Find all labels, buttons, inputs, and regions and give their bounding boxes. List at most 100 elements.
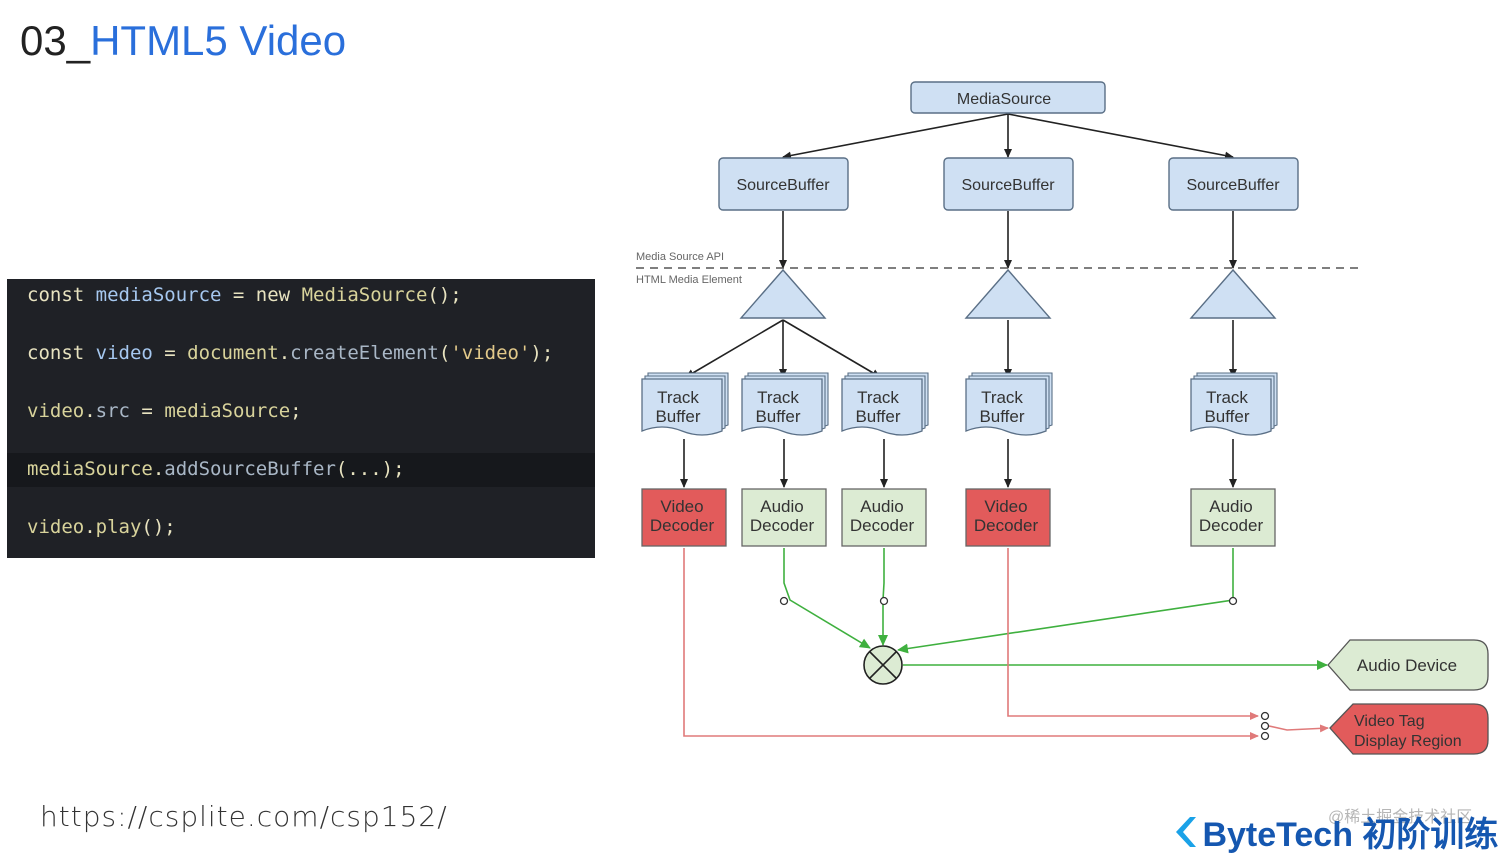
bytetech-logo-icon <box>1176 817 1196 847</box>
source-buffer-label: SourceBuffer <box>1186 177 1280 194</box>
video-decoder-box <box>641 488 727 547</box>
title-text: HTML5 Video <box>90 17 347 64</box>
code-token: = new <box>221 284 302 306</box>
code-token: . <box>84 516 96 538</box>
source-buffer-box <box>718 157 849 211</box>
arrow-demux-to-track <box>782 319 881 378</box>
video-switch-node <box>1260 731 1270 741</box>
code-token: createElement <box>290 342 439 364</box>
arrow-demux-to-track <box>685 319 784 378</box>
track-buffer-box <box>841 378 923 436</box>
audio-device-node <box>1327 639 1489 691</box>
decoder-label: Audio <box>860 497 903 516</box>
code-token: mediaSource <box>27 458 153 480</box>
audio-switch-node <box>879 596 889 606</box>
title-number: 03_ <box>20 17 91 64</box>
audio-decoder-box <box>1190 488 1276 547</box>
code-token: = <box>129 400 165 422</box>
audio-decoder-box <box>741 488 827 547</box>
track-buffer-label: Track <box>757 388 799 407</box>
track-buffer-box <box>965 378 1047 436</box>
code-token: (); <box>427 284 462 306</box>
source-buffer-box <box>1168 157 1299 211</box>
track-buffer-box <box>1190 378 1272 436</box>
audio-path <box>878 548 888 646</box>
code-token: ); <box>530 342 554 364</box>
decoder-label: Decoder <box>850 516 915 535</box>
video-path <box>1007 548 1259 720</box>
source-buffer-label: SourceBuffer <box>736 177 830 194</box>
source-buffer-label: SourceBuffer <box>961 177 1055 194</box>
decoder-label: Decoder <box>650 516 715 535</box>
decoder-label: Audio <box>760 497 803 516</box>
code-token: mediaSource <box>95 284 222 306</box>
media-source-box <box>910 81 1106 114</box>
decoder-label: Decoder <box>974 516 1039 535</box>
decoder-label: Video <box>984 497 1027 516</box>
code-token: 'video' <box>450 342 531 364</box>
code-token: video <box>95 342 153 364</box>
code-line-4: mediaSource.addSourceBuffer(...); <box>27 452 405 486</box>
audio-switch-node <box>779 596 789 606</box>
code-token: src <box>95 400 130 422</box>
code-token: = <box>152 342 188 364</box>
code-token: . <box>84 400 96 422</box>
code-token: video <box>27 400 85 422</box>
decoder-label: Decoder <box>1199 516 1264 535</box>
brand-name: ByteTech 初阶训练 <box>1202 816 1499 854</box>
demuxer-triangle <box>964 268 1052 319</box>
audio-switch-node <box>1228 596 1238 606</box>
code-line-5: video.play(); <box>27 510 176 544</box>
track-buffer-label: Track <box>657 388 699 407</box>
track-buffer-label: Buffer <box>855 407 900 426</box>
code-token: const <box>27 342 96 364</box>
decoder-label: Decoder <box>750 516 815 535</box>
code-token: document <box>187 342 279 364</box>
source-buffer-box <box>943 157 1074 211</box>
decoder-label: Audio <box>1209 497 1252 516</box>
code-token: const <box>27 284 96 306</box>
code-line-3: video.src = mediaSource; <box>27 394 302 428</box>
video-switch-node <box>1260 711 1270 721</box>
track-buffer-box <box>641 378 723 436</box>
track-buffer-label: Buffer <box>979 407 1024 426</box>
arrow-mediasource-to-sourcebuffer <box>1007 113 1234 160</box>
code-token: video <box>27 516 85 538</box>
track-buffer-label: Track <box>1206 388 1248 407</box>
track-buffer-label: Track <box>981 388 1023 407</box>
track-buffer-label: Buffer <box>1204 407 1249 426</box>
diagram-nodes <box>641 81 1489 755</box>
brand-logo: ByteTech 初阶训练 <box>1172 815 1498 855</box>
code-token: ; <box>290 400 302 422</box>
track-buffer-label: Buffer <box>655 407 700 426</box>
demuxer-triangle <box>739 268 827 319</box>
audio-device-label: Audio Device <box>1357 656 1457 675</box>
html-media-element-label: HTML Media Element <box>636 274 742 286</box>
media-source-api-label: Media Source API <box>636 251 724 263</box>
demuxer-triangle <box>1189 268 1277 319</box>
arrow-mediasource-to-sourcebuffer <box>782 113 1009 160</box>
audio-decoder-box <box>841 488 927 547</box>
connector-lines <box>636 113 1360 740</box>
track-buffer-label: Track <box>857 388 899 407</box>
page-title: 03_HTML5 Video <box>20 14 346 68</box>
video-display-node <box>1329 703 1489 755</box>
track-buffer-box <box>741 378 823 436</box>
video-switch-node <box>1260 721 1270 731</box>
code-token: (...); <box>335 458 405 480</box>
track-buffer-label: Buffer <box>755 407 800 426</box>
code-token: ( <box>438 342 451 364</box>
code-line-2: const video = document.createElement('vi… <box>27 336 553 370</box>
watermark: @稀土掘金技术社区 <box>1328 809 1473 826</box>
source-url[interactable]: https://csplite.com/csp152/ <box>40 800 448 833</box>
video-decoder-box <box>965 488 1051 547</box>
media-source-label: MediaSource <box>957 91 1051 108</box>
video-display-label: Video Tag <box>1354 713 1425 730</box>
code-token: addSourceBuffer <box>164 458 336 480</box>
decoder-label: Video <box>660 497 703 516</box>
video-display-label: Display Region <box>1354 733 1462 750</box>
code-token: . <box>152 458 165 480</box>
code-line-1: const mediaSource = new MediaSource(); <box>27 278 462 312</box>
